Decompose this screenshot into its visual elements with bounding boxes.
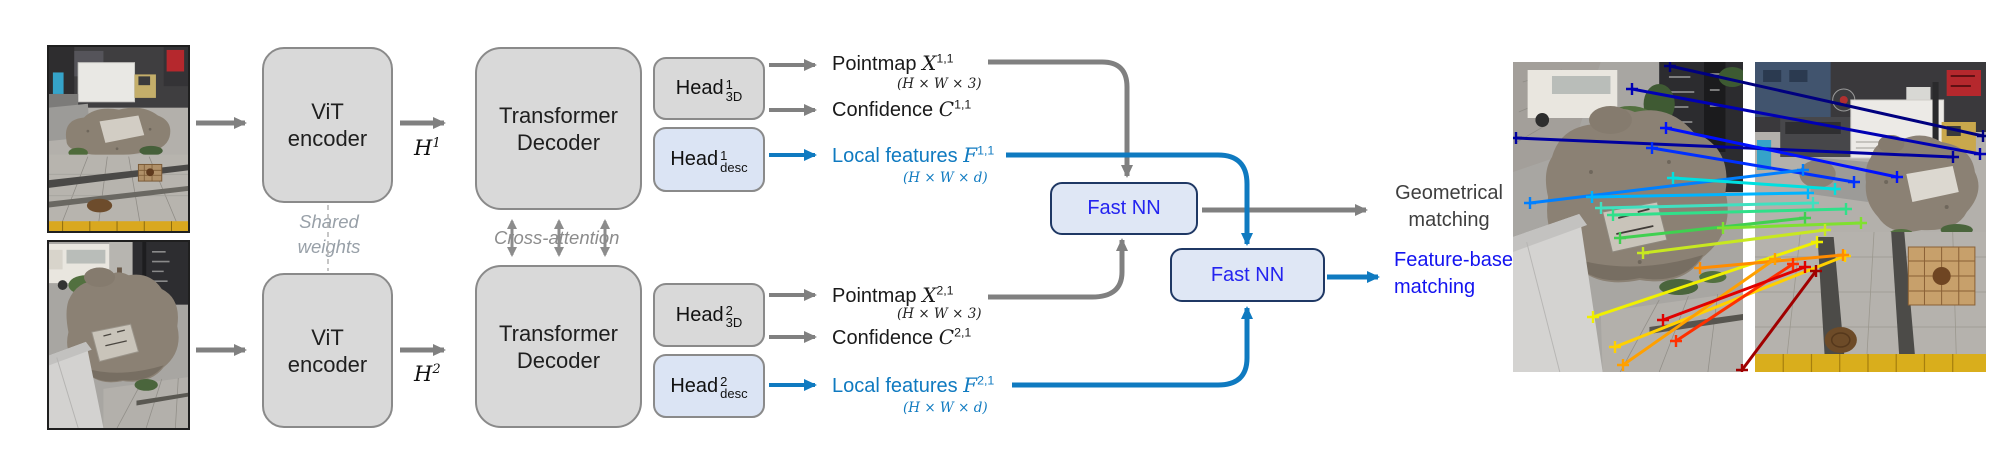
vit-encoder-1-line1: ViT (311, 99, 344, 124)
input-image-2 (47, 240, 190, 430)
match-image-right (1755, 62, 1986, 372)
fast-nn-2: Fast NN (1170, 248, 1325, 302)
pointmap-2-dims: (H × W × 3) (897, 306, 982, 322)
vit-encoder-1-line2: encoder (287, 126, 368, 151)
input-image-2-art (49, 242, 188, 428)
transformer-decoder-2: Transformer Decoder (475, 265, 642, 428)
local-features-2-dims: (H × W × d) (903, 400, 988, 416)
match-image-right-art (1755, 62, 1986, 372)
geometrical-matching-label: Geometrical matching (1395, 182, 1503, 231)
pointmap-1-label: Pointmap X1,1 (832, 51, 954, 75)
vit-encoder-2: ViT encoder (262, 273, 393, 428)
h1-label: H1 (414, 136, 441, 160)
input-image-1 (47, 45, 190, 233)
vit-encoder-2-line2: encoder (287, 351, 368, 377)
local-features-2-label: Local features F2,1 (832, 373, 995, 397)
fast-nn-1: Fast NN (1050, 182, 1198, 235)
transformer-decoder-1: Transformer Decoder (475, 47, 642, 210)
local-features-1-dims: (H × W × d) (903, 170, 988, 186)
pointmap-1-dims: (H × W × 3) (897, 76, 982, 92)
matching-result-images (1513, 62, 1986, 372)
vit-encoder-2-line1: ViT (311, 324, 344, 350)
feature-based-matching-label: Feature-based matching (1394, 249, 1525, 298)
confidence-1-label: Confidence C1,1 (832, 97, 972, 121)
cross-attention-label: Cross-attention (494, 227, 620, 248)
pointmap-2-label: Pointmap X2,1 (832, 283, 954, 307)
vit-encoder-1: ViT encoder (262, 47, 393, 203)
head-output-arrows-gray (769, 59, 817, 343)
shared-weights-label: Shared weights (297, 211, 361, 257)
match-image-left-art (1513, 62, 1743, 372)
local-features-1-label: Local features F1,1 (832, 143, 995, 167)
h2-label: H2 (414, 362, 441, 386)
match-image-left (1513, 62, 1743, 372)
input-image-1-art (49, 47, 188, 231)
confidence-2-label: Confidence C2,1 (832, 325, 972, 349)
